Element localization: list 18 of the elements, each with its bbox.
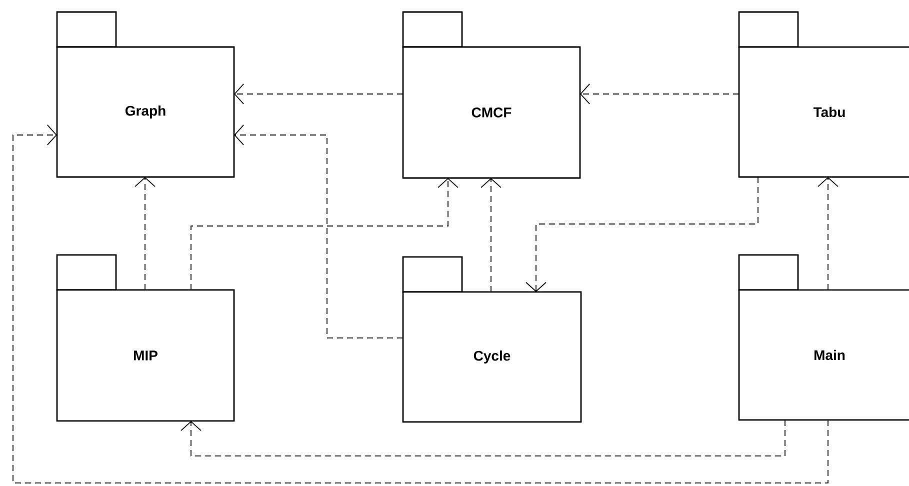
package-box: Main	[738, 254, 909, 421]
dependency-arrow	[12, 124, 828, 484]
package-box: Graph	[56, 11, 235, 178]
dependency-arrow	[526, 176, 758, 292]
package-box: MIP	[56, 254, 235, 422]
dependency-arrow	[234, 84, 404, 104]
node-label: Main	[814, 350, 845, 360]
package-box: Cycle	[402, 256, 582, 423]
package-box: CMCF	[402, 11, 581, 179]
dependency-arrow	[234, 124, 404, 338]
dependency-arrow	[180, 420, 786, 456]
node-label: Tabu	[813, 106, 845, 118]
package-box: Tabu	[738, 11, 909, 178]
dependency-arrow	[134, 176, 156, 290]
dependency-arrow	[818, 176, 838, 290]
dependency-arrow	[190, 178, 458, 290]
dependency-arrow	[580, 84, 740, 104]
dependency-arrow	[480, 178, 502, 292]
